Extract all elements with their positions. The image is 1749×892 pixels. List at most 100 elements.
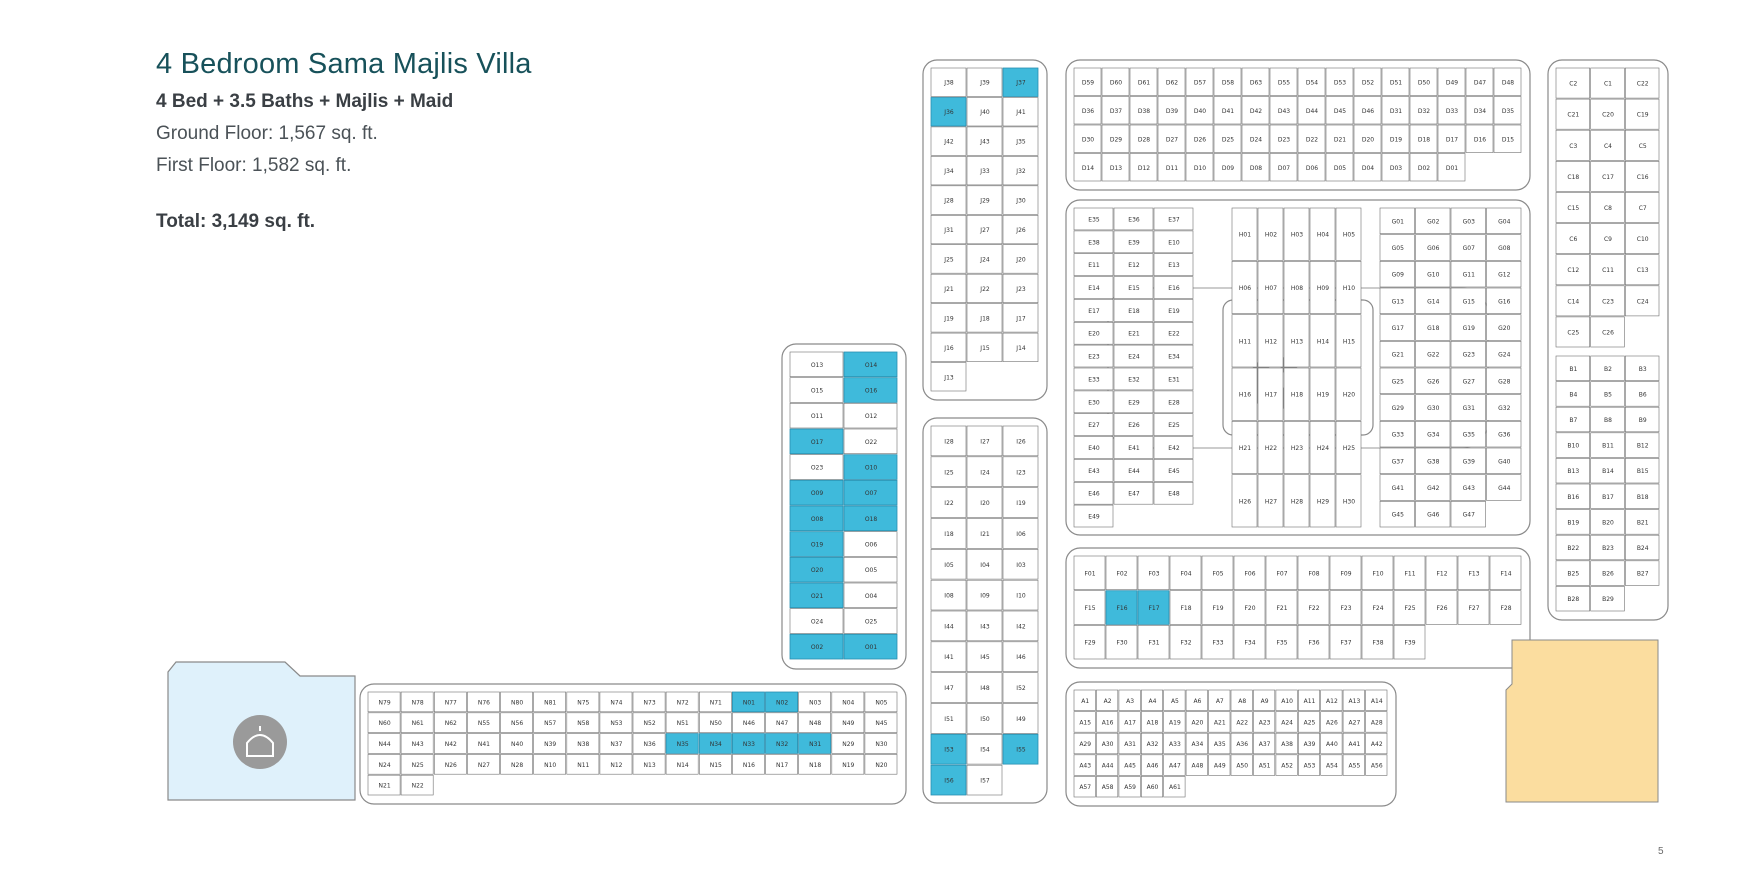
plot-n75 [566,691,600,713]
plot-d03 [1381,153,1410,182]
plot-d38 [1129,96,1158,125]
plot-e45 [1153,459,1194,482]
plot-n52 [632,712,666,733]
plot-label-j33: J33 [979,168,990,175]
plot-label-n02: N02 [776,699,788,706]
plot-label-e22: E22 [1168,331,1180,338]
plot-label-o19: O19 [811,542,824,549]
plot-label-h17: H17 [1265,392,1277,399]
plot-f17 [1137,590,1170,625]
plot-label-j18: J18 [979,315,990,322]
plot-label-f24: F24 [1372,605,1383,612]
plot-label-n55: N55 [478,720,490,727]
plot-label-a8: A8 [1238,698,1246,705]
plot-label-d32: D32 [1418,108,1430,115]
plot-d34 [1465,96,1494,125]
plot-label-h13: H13 [1291,338,1303,345]
plot-e47 [1113,481,1154,505]
plot-j37 [1002,67,1039,97]
plot-n38 [566,733,600,754]
plot-label-a54: A54 [1326,763,1338,770]
plot-h29 [1309,474,1336,528]
plot-b4 [1555,381,1591,407]
plot-label-a12: A12 [1326,698,1338,705]
plot-label-a3: A3 [1126,698,1134,705]
plot-label-i56: I56 [944,778,954,785]
plot-g19 [1450,314,1486,341]
plot-a12 [1320,689,1343,711]
plot-label-a14: A14 [1371,698,1383,705]
plot-j41 [1002,97,1039,127]
plot-f18 [1169,590,1202,625]
plot-label-f09: F09 [1340,570,1351,577]
plot-b1 [1555,355,1591,381]
plot-label-c21: C21 [1567,112,1579,119]
plot-label-d16: D16 [1474,136,1486,143]
plot-label-b10: B10 [1567,443,1579,450]
plot-label-a53: A53 [1304,763,1316,770]
plot-d45 [1325,96,1354,125]
plot-d52 [1353,67,1382,96]
plot-label-n52: N52 [644,720,656,727]
plot-label-n20: N20 [875,762,887,769]
plot-label-a49: A49 [1214,763,1226,770]
plot-i03 [1002,548,1039,580]
plot-e34 [1153,344,1194,368]
plot-c25 [1555,316,1591,348]
plot-label-b4: B4 [1569,391,1577,398]
plot-h26 [1231,474,1258,528]
plot-label-e33: E33 [1088,376,1100,383]
plot-label-j20: J20 [1015,257,1026,264]
plot-i57 [966,764,1003,796]
plot-label-n32: N32 [776,741,788,748]
plot-g21 [1379,340,1415,368]
plot-d33 [1437,96,1466,125]
plot-label-n71: N71 [710,699,722,706]
plot-e14 [1073,276,1114,299]
plot-label-g10: G10 [1427,272,1439,279]
plot-h13 [1283,314,1310,368]
plot-g22 [1415,340,1451,368]
plot-label-c1: C1 [1604,81,1612,88]
plot-label-i10: I10 [1016,593,1026,600]
plot-label-i49: I49 [1016,716,1026,723]
plot-label-a41: A41 [1349,741,1361,748]
plot-a6 [1185,689,1208,711]
plot-label-d29: D29 [1110,136,1122,143]
plot-label-n18: N18 [809,762,821,769]
plot-h20 [1335,367,1362,421]
plot-label-n73: N73 [644,699,656,706]
plot-d23 [1269,124,1298,153]
plot-n51 [665,712,699,733]
plot-d13 [1101,153,1130,182]
plot-label-b6: B6 [1639,391,1647,398]
plot-g11 [1450,260,1486,288]
plot-f39 [1393,624,1426,660]
plot-label-f08: F08 [1308,570,1319,577]
plot-i27 [966,425,1003,457]
plot-o16 [843,377,898,403]
plot-b2 [1590,355,1625,381]
plot-n35 [665,733,699,754]
plot-label-g19: G19 [1463,325,1475,332]
plot-c21 [1555,98,1591,130]
plot-label-g09: G09 [1392,272,1404,279]
plot-c1 [1590,67,1625,99]
plot-label-i06: I06 [1016,531,1026,538]
plot-a57 [1073,776,1096,798]
plot-o09 [789,479,844,506]
plot-a52 [1275,754,1298,776]
plot-label-c9: C9 [1604,236,1612,243]
plot-label-n50: N50 [710,720,722,727]
plot-a35 [1208,732,1231,755]
plot-label-e10: E10 [1168,239,1180,246]
plot-label-h16: H16 [1239,392,1251,399]
plot-f19 [1201,590,1234,625]
plot-i09 [966,579,1003,611]
plot-f23 [1329,590,1362,625]
plot-d05 [1325,153,1354,182]
plot-label-a30: A30 [1102,741,1114,748]
plot-label-i55: I55 [1016,747,1026,754]
plot-label-b12: B12 [1637,443,1649,450]
plot-label-d62: D62 [1166,79,1178,86]
